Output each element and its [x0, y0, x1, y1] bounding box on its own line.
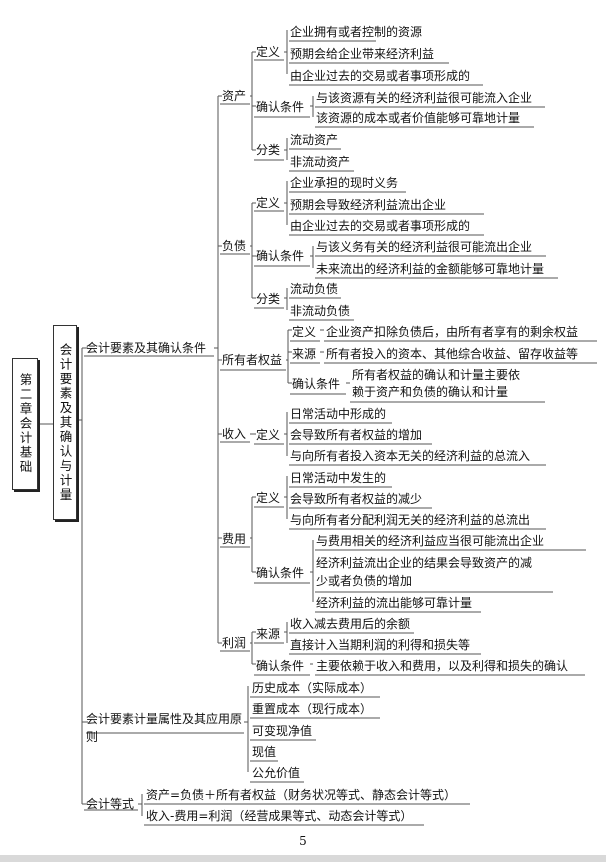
asset-recognition-item: 与该资源有关的经济利益很可能流入企业: [316, 91, 533, 105]
profit-source-item: 收入减去费用后的余额: [290, 617, 411, 631]
profit-source-item: 直接计入当期利润的利得和损失等: [290, 638, 471, 652]
asset-classification-label: 分类: [256, 143, 281, 157]
section-title-box: 会计要素及其确认与计量: [53, 325, 77, 520]
element-asset: 资产: [222, 89, 247, 103]
asset-definition-item: 由企业过去的交易或者事项形成的: [290, 69, 471, 83]
liability-definition-item: 预期会导致经济利益流出企业: [290, 198, 447, 212]
element-liability: 负债: [222, 239, 247, 253]
element-profit: 利润: [222, 636, 247, 650]
liability-definition-item: 企业承担的现时义务: [290, 176, 399, 190]
element-income: 收入: [222, 427, 247, 441]
liability-classification-label: 分类: [256, 292, 281, 306]
asset-classification-item: 流动资产: [290, 133, 339, 147]
equation-item: 收入-费用=利润（经营成果等式、动态会计等式）: [146, 809, 413, 823]
income-definition-label: 定义: [256, 428, 281, 442]
expense-definition-item: 与向所有者分配利润无关的经济利益的总流出: [290, 513, 531, 527]
income-definition-item: 日常活动中形成的: [290, 407, 387, 421]
measurement-item: 现值: [252, 745, 277, 759]
page-number: 5: [299, 834, 307, 848]
equity-recognition-text-line1: 所有者权益的确认和计量主要依: [352, 368, 521, 382]
income-definition-item: 与向所有者投入资本无关的经济利益的总流入: [290, 449, 531, 463]
equity-definition-text: 企业资产扣除负债后，由所有者享有的剩余权益: [326, 325, 579, 339]
liability-definition-label: 定义: [256, 196, 281, 210]
asset-recognition-item: 该资源的成本或者价值能够可靠地计量: [316, 111, 521, 125]
liability-definition-item: 由企业过去的交易或者事项形成的: [290, 219, 471, 233]
expense-definition-item: 日常活动中发生的: [290, 471, 387, 485]
liability-classification-item: 流动负债: [290, 282, 339, 296]
equity-recognition-text-line2: 赖于资产和负债的确认和计量: [352, 385, 509, 399]
asset-definition-item: 企业拥有或者控制的资源: [290, 25, 423, 39]
liability-recognition-item: 未来流出的经济利益的金额能够可靠地计量: [316, 262, 545, 276]
asset-classification-item: 非流动资产: [290, 155, 351, 169]
equity-source-label: 来源: [292, 347, 317, 361]
profit-recognition-label: 确认条件: [256, 659, 305, 673]
liability-recognition-item: 与该义务有关的经济利益很可能流出企业: [316, 240, 533, 254]
chapter-title-box: 第二章会计基础: [12, 358, 38, 490]
expense-recognition-item-line1: 经济利益流出企业的结果会导致资产的减: [316, 556, 533, 570]
expense-definition-item: 会导致所有者权益的减少: [290, 492, 423, 506]
branch-elements-recognition: 会计要素及其确认条件: [86, 341, 207, 355]
measurement-item: 公允价值: [252, 766, 301, 780]
branch-measurement-attributes: 会计要素计量属性及其应用原则: [86, 710, 246, 746]
equation-item: 资产=负债＋所有者权益（财务状况等式、静态会计等式）: [146, 788, 457, 802]
asset-definition-label: 定义: [256, 45, 281, 59]
expense-recognition-label: 确认条件: [256, 566, 305, 580]
measurement-item: 历史成本（实际成本）: [252, 681, 373, 695]
equity-definition-label: 定义: [292, 325, 317, 339]
asset-recognition-label: 确认条件: [256, 100, 305, 114]
bottom-border: [0, 855, 606, 862]
branch-measurement-label: 会计要素计量属性及其应用原则: [86, 712, 243, 744]
equity-source-text: 所有者投入的资本、其他综合收益、留存收益等: [326, 347, 579, 361]
measurement-item: 重置成本（现行成本）: [252, 702, 373, 716]
expense-recognition-item: 与费用相关的经济利益应当很可能流出企业: [316, 534, 545, 548]
profit-recognition-text: 主要依赖于收入和费用，以及利得和损失的确认: [316, 659, 569, 673]
income-definition-item: 会导致所有者权益的增加: [290, 428, 423, 442]
expense-recognition-item-line2: 少或者负债的增加: [316, 574, 413, 588]
liability-recognition-label: 确认条件: [256, 249, 305, 263]
expense-recognition-item: 经济利益的流出能够可靠计量: [316, 596, 473, 610]
measurement-item: 可变现净值: [252, 724, 313, 738]
element-expense: 费用: [222, 532, 247, 546]
asset-definition-item: 预期会给企业带来经济利益: [290, 47, 435, 61]
element-equity: 所有者权益: [222, 353, 283, 367]
branch-accounting-equation: 会计等式: [86, 797, 135, 811]
equity-recognition-label: 确认条件: [292, 377, 341, 391]
expense-definition-label: 定义: [256, 491, 281, 505]
liability-classification-item: 非流动负债: [290, 304, 351, 318]
profit-source-label: 来源: [256, 627, 281, 641]
